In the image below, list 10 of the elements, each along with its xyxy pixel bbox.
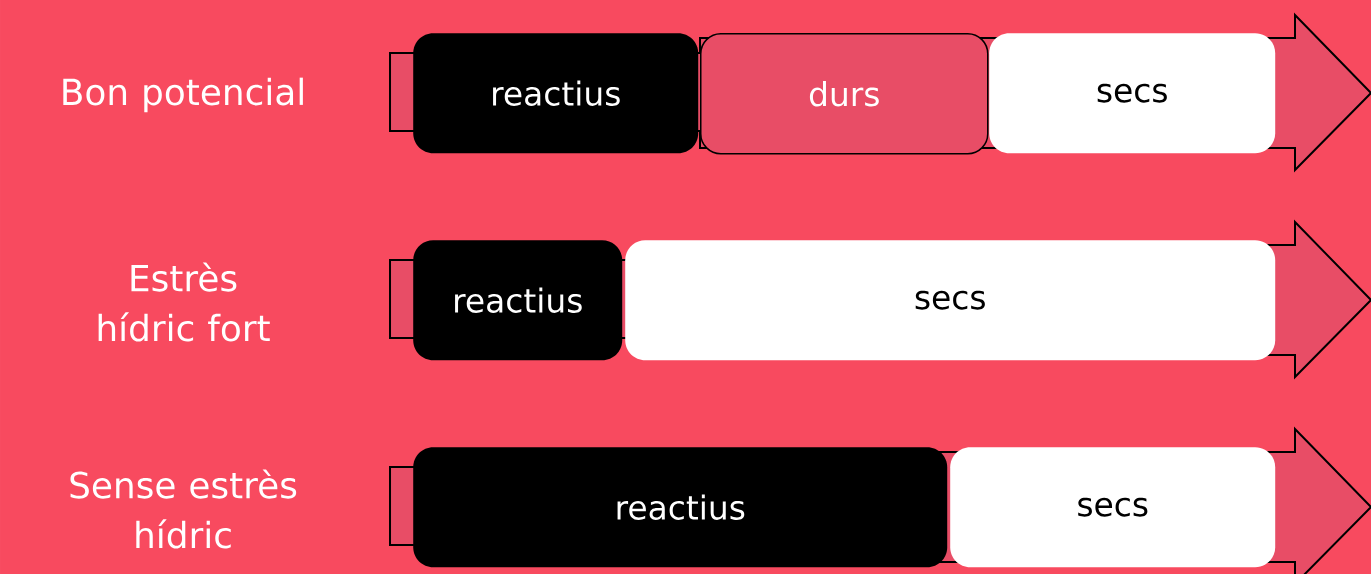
bar-segment: durs (700, 33, 989, 155)
row-label: Estrès hídric fort (98, 262, 270, 342)
bar-segment: reactius (413, 240, 623, 361)
bar-segment: reactius (413, 447, 948, 568)
bar-segment: secs (625, 240, 1276, 361)
row-label: Sense estrès hídric (70, 469, 297, 549)
bar-segment: secs (989, 33, 1276, 154)
bar-segment: secs (950, 447, 1276, 568)
row-label: Bon potencial (63, 77, 303, 113)
bar-segment: reactius (413, 33, 699, 154)
